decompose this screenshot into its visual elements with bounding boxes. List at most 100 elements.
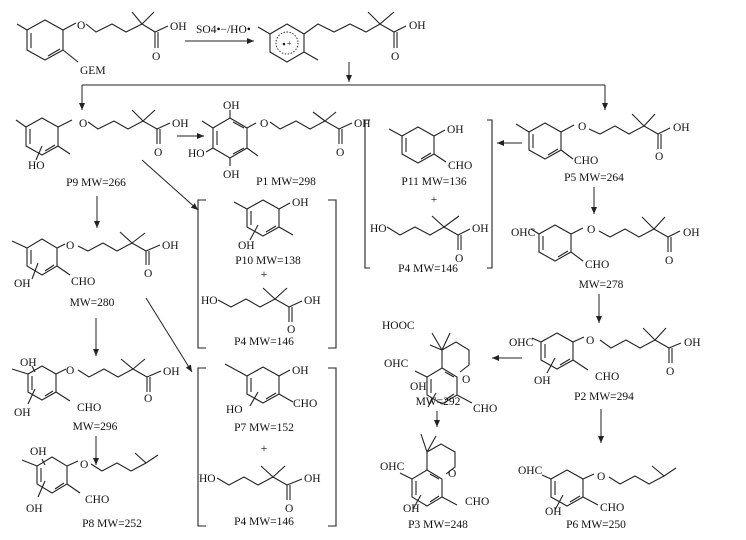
p5-caption: P5 MW=264 — [564, 172, 624, 184]
hydroxyl-label: HO — [188, 148, 205, 160]
plus-sign: + — [261, 269, 268, 281]
m280-caption: MW=280 — [70, 297, 115, 309]
hydroxyl-label: OH — [14, 278, 31, 290]
carbonyl-label: O — [144, 268, 152, 280]
hydroxyl-label: OH — [292, 365, 309, 377]
p2-caption: P2 MW=294 — [574, 391, 634, 403]
p3-caption: P3 MW=248 — [408, 519, 468, 531]
aldehyde-label: CHO — [85, 494, 109, 506]
hydroxyl-label: HO — [226, 404, 243, 416]
radical-cation-intermediate: + OH O — [257, 11, 426, 63]
ether-oxygen-label: O — [578, 121, 586, 133]
aldehyde-label: OHC — [518, 465, 543, 477]
aldehyde-label: OHC — [380, 461, 405, 473]
hydroxyl-label: OH — [683, 227, 700, 239]
hydroxyl-label: OH — [238, 240, 255, 252]
carbonyl-label: O — [665, 255, 673, 267]
hydroxyl-label: HO — [199, 473, 216, 485]
hydroxyl-label: HO — [370, 223, 387, 235]
m296-structure: OH O OH O OH CHO MW=296 — [11, 357, 180, 433]
m280-structure: O OH O OH CHO MW=280 — [11, 231, 179, 309]
m292-structure: HOOC O OHC CHO OH MW=292 — [382, 320, 497, 415]
hydroxyl-label: OH — [172, 118, 189, 130]
hydroxyl-label: OH — [26, 503, 43, 515]
aldehyde-label: OHC — [511, 227, 536, 239]
p4-caption: P4 MW=146 — [398, 263, 458, 275]
hydroxyl-label: OH — [20, 357, 37, 369]
hydroxyl-label: OH — [534, 375, 551, 387]
p9-structure: O OH O HO P9 MW=266 — [15, 109, 189, 189]
aldehyde-label: CHO — [71, 276, 95, 288]
aldehyde-label: CHO — [585, 259, 609, 271]
m292-caption: MW=292 — [416, 396, 461, 408]
m296-caption: MW=296 — [73, 421, 118, 433]
p8-caption: P8 MW=252 — [82, 518, 142, 530]
p10-caption: P10 MW=138 — [235, 255, 301, 267]
hydroxyl-label: OH — [410, 381, 427, 393]
p1-structure: OH O OH O HO OH P1 MW=298 — [188, 100, 371, 188]
carbonyl-label: O — [455, 253, 463, 265]
p3-structure: O OHC CHO OH P3 MW=248 — [380, 433, 489, 531]
reagent-label: SO4•−/HO• — [196, 24, 251, 36]
ether-oxygen-label: O — [260, 118, 268, 130]
hydroxyl-label: OH — [304, 295, 321, 307]
p10-p4-bracket-group: OH OH P10 MW=138 + HO OH O P4 MW=146 — [197, 197, 337, 349]
ether-oxygen-label: O — [597, 471, 605, 483]
hydroxyl-label: OH — [354, 118, 371, 130]
carbonyl-label: O — [285, 503, 293, 515]
carbonyl-label: O — [391, 51, 399, 63]
arrow-m280-to-p7 — [145, 297, 193, 373]
hydroxyl-label: OH — [409, 20, 426, 32]
hydroxyl-label: OH — [30, 446, 47, 458]
carboxyl-label: HOOC — [382, 320, 415, 332]
ether-oxygen-label: O — [587, 224, 595, 236]
ring-oxygen-label: O — [448, 468, 456, 480]
aldehyde-label: CHO — [448, 160, 472, 172]
gem-structure: O OH O GEM — [16, 11, 187, 77]
hydroxyl-label: OH — [447, 124, 464, 136]
aldehyde-label: CHO — [595, 371, 619, 383]
hydroxyl-label: OH — [170, 21, 187, 33]
hydroxyl-label: HO — [201, 295, 218, 307]
carbonyl-label: O — [655, 151, 663, 163]
plus-sign: + — [431, 194, 438, 206]
ether-oxygen-label: O — [80, 459, 88, 471]
hydroxyl-label: OH — [292, 197, 309, 209]
aldehyde-label: CHO — [77, 402, 101, 414]
carbonyl-label: O — [287, 324, 295, 336]
aldehyde-label: OHC — [384, 358, 409, 370]
hydroxyl-label: HO — [28, 160, 45, 172]
carbonyl-label: O — [144, 393, 152, 405]
hydroxyl-label: OH — [545, 506, 562, 518]
m278-caption: MW=278 — [579, 279, 624, 291]
ring-oxygen-label: O — [462, 374, 470, 386]
p5-structure: O OH O CHO P5 MW=264 — [515, 113, 690, 184]
carbonyl-label: O — [152, 51, 160, 63]
p11-caption: P11 MW=136 — [401, 176, 466, 188]
aldehyde-label: CHO — [574, 155, 598, 167]
ether-oxygen-label: O — [79, 118, 87, 130]
hydroxyl-label: OH — [162, 240, 179, 252]
hydroxyl-label: OH — [403, 503, 420, 515]
hydroxyl-label: OH — [223, 169, 240, 181]
hydroxyl-label: OH — [472, 223, 489, 235]
p6-structure: OHC O OH CHO P6 MW=250 — [518, 465, 677, 531]
hydroxyl-label: OH — [684, 337, 701, 349]
p4-caption: P4 MW=146 — [234, 516, 294, 528]
carbonyl-label: O — [336, 147, 344, 159]
radical-cation-plus: + — [287, 39, 292, 48]
aldehyde-label: CHO — [600, 502, 624, 514]
plus-sign: + — [261, 443, 268, 455]
ether-oxygen-label: O — [66, 240, 74, 252]
aldehyde-label: OHC — [509, 337, 534, 349]
carbonyl-label: O — [666, 366, 674, 378]
p6-caption: P6 MW=250 — [566, 519, 626, 531]
p11-p4-bracket-group: OH CHO P11 MW=136 + HO OH O P4 MW=146 — [364, 119, 493, 275]
hydroxyl-label: OH — [14, 407, 31, 419]
aldehyde-label: CHO — [293, 398, 317, 410]
gem-label: GEM — [80, 65, 106, 77]
ether-oxygen-label: O — [586, 335, 594, 347]
aldehyde-label: CHO — [473, 403, 497, 415]
ether-oxygen-label: O — [77, 20, 85, 32]
